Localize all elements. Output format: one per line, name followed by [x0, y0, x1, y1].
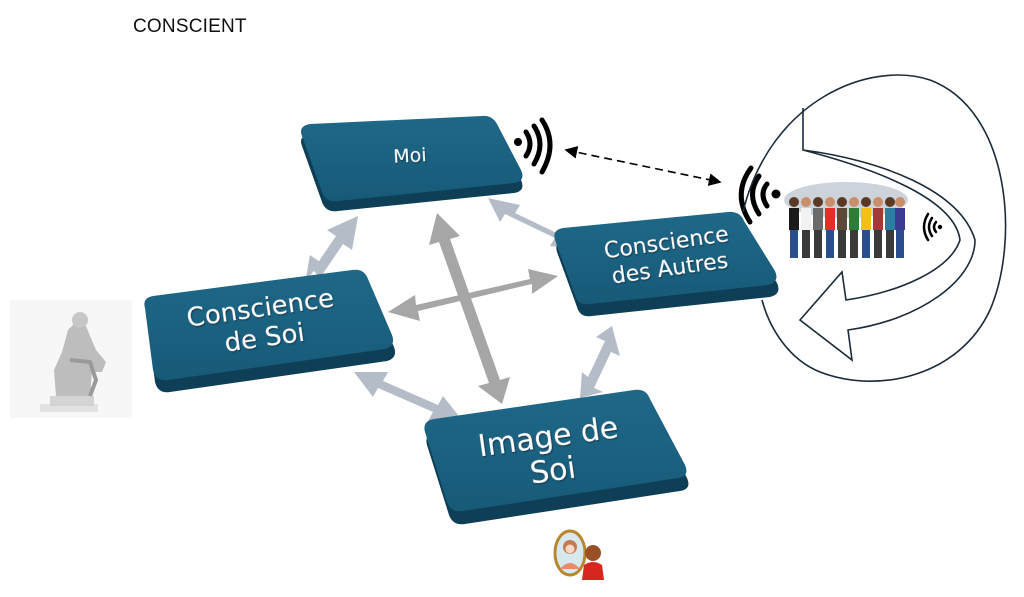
crowd-person-head — [825, 197, 835, 207]
crowd-person — [885, 208, 895, 230]
thinker-statue-icon — [10, 300, 132, 418]
node-image-soi-label-line2: Soi — [528, 450, 578, 491]
arrow-soi-autres — [388, 269, 558, 321]
crowd-person-legs — [802, 230, 810, 258]
crowd-person-head — [801, 197, 811, 207]
crowd-person-legs — [886, 230, 894, 258]
crowd-person-legs — [874, 230, 882, 258]
crowd-person-head — [885, 197, 895, 207]
crowd-person-head — [789, 197, 799, 207]
crowd-person — [789, 208, 799, 230]
node-conscience-autres[interactable]: Conscience des Autres — [554, 211, 779, 317]
crowd-person-head — [895, 197, 905, 207]
crowd-person-legs — [790, 230, 798, 258]
crowd-person-legs — [862, 230, 870, 258]
feedback-loop — [742, 74, 1007, 382]
connection-arrows — [305, 198, 620, 421]
crowd-person — [861, 208, 871, 230]
crowd-person — [813, 208, 823, 230]
arrow-moi-image — [429, 213, 510, 404]
crowd-person-legs — [814, 230, 822, 258]
loop-arrow — [798, 108, 976, 362]
wireless-signal-icon — [922, 212, 943, 242]
mirror-reflection-icon — [553, 529, 604, 580]
node-moi[interactable]: Moi — [301, 115, 523, 212]
node-moi-label: Moi — [393, 144, 427, 168]
crowd-person — [801, 208, 811, 230]
arrow-soi-image — [354, 372, 462, 421]
crowd-person-legs — [850, 230, 858, 258]
arrow-autres-image — [580, 326, 620, 398]
crowd-person-head — [861, 197, 871, 207]
loop-circle — [742, 74, 1007, 382]
node-conscience-soi[interactable]: Conscience de Soi — [144, 269, 396, 393]
crowd-person — [895, 208, 905, 230]
crowd-person — [849, 208, 859, 230]
crowd-person-head — [849, 197, 859, 207]
wireless-signal-icon — [514, 117, 553, 175]
dashed-connection-arrow — [564, 146, 722, 186]
node-image-soi[interactable]: Image de Soi — [424, 389, 689, 525]
crowd-person-head — [837, 197, 847, 207]
crowd-icon — [784, 182, 908, 258]
crowd-person — [825, 208, 835, 230]
central-cross-arrows — [388, 213, 558, 404]
crowd-person — [837, 208, 847, 230]
crowd-person-legs — [896, 230, 904, 258]
crowd-person — [873, 208, 883, 230]
crowd-person-head — [813, 197, 823, 207]
wireless-signal-icon — [738, 165, 781, 225]
crowd-person-legs — [826, 230, 834, 258]
crowd-person-legs — [838, 230, 846, 258]
page-title: CONSCIENT — [133, 16, 247, 37]
crowd-person-head — [873, 197, 883, 207]
